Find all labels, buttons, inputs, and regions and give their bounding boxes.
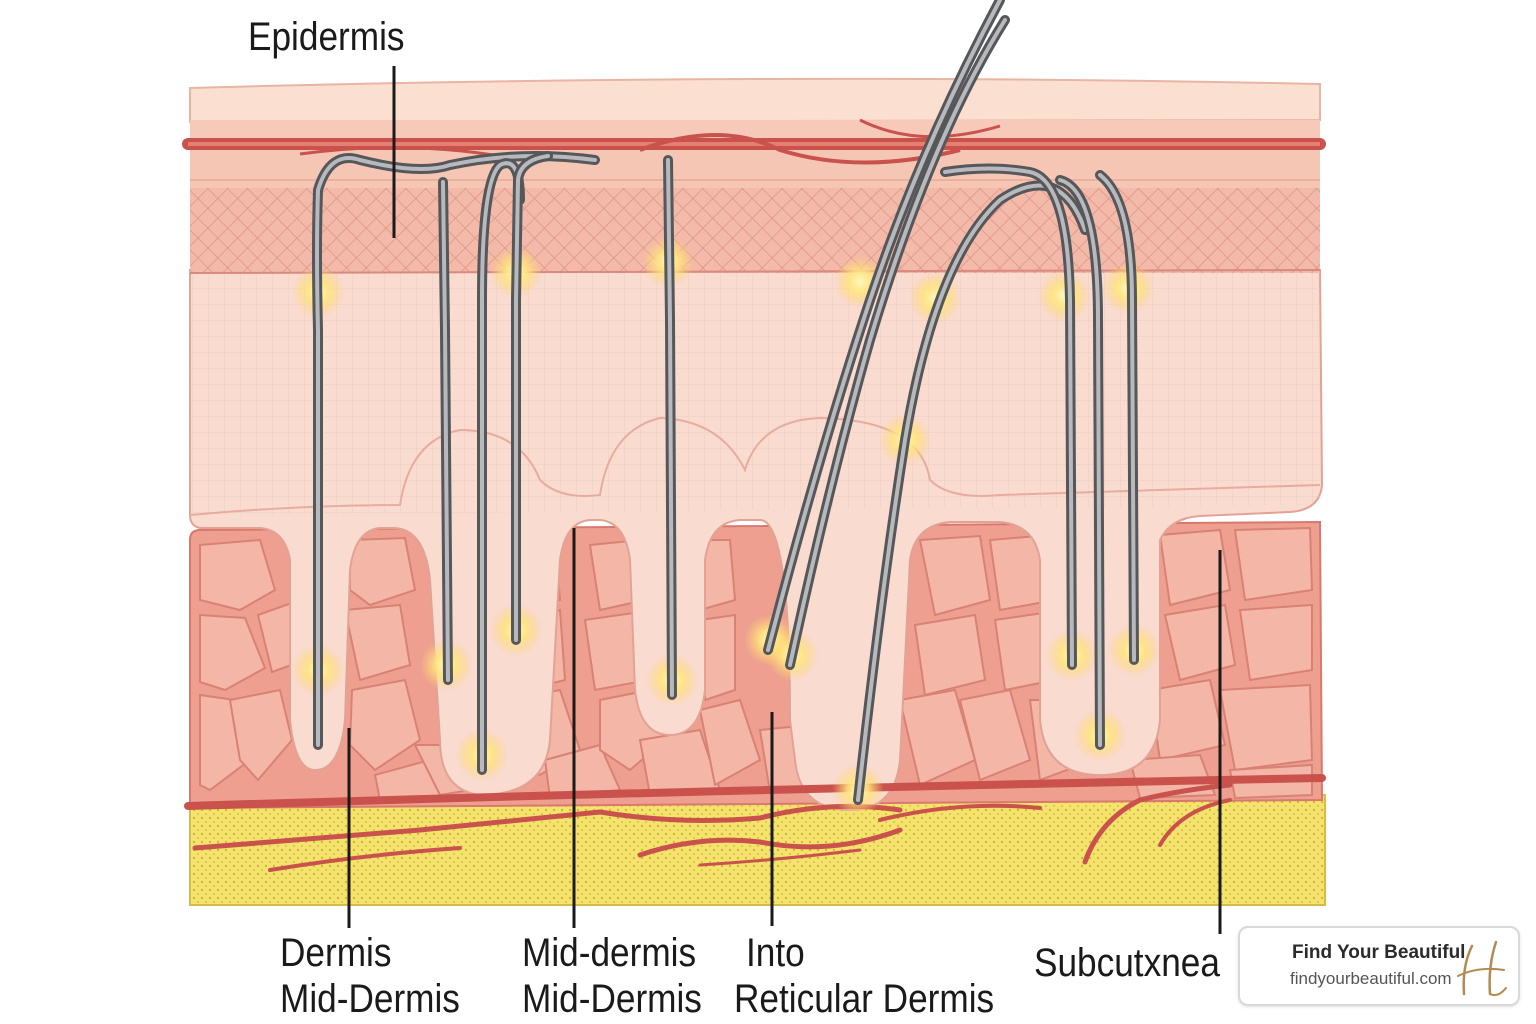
microneedle-highlight <box>441 180 450 682</box>
microneedles <box>312 0 1139 805</box>
microneedle-highlight <box>788 18 1007 667</box>
microneedle-highlight <box>514 154 550 642</box>
microneedle-highlight <box>856 183 1087 802</box>
label-dermis-mid: Mid-Dermis <box>280 977 460 1021</box>
microneedle-highlight <box>666 158 674 697</box>
brand-name: Find Your Beautiful <box>1292 942 1466 963</box>
superficial-vascular-plexus <box>182 118 1326 165</box>
microneedle-highlight <box>943 166 1074 667</box>
microneedle-highlight <box>315 154 597 747</box>
microneedle-highlight <box>1098 173 1136 662</box>
microneedle-highlight <box>1058 178 1102 747</box>
label-mid-dermis: Mid-dermis <box>522 931 697 975</box>
label-into: Into <box>746 931 805 975</box>
brand-logo-icon <box>1457 940 1507 997</box>
label-reticular-dermis: Reticular Dermis <box>734 977 995 1021</box>
label-mid-dermis-2: Mid-Dermis <box>522 977 702 1021</box>
microneedle-highlight <box>766 0 1002 652</box>
leader-lines <box>347 66 1222 934</box>
brand-badge[interactable]: Find Your Beautiful findyourbeautiful.co… <box>1238 926 1520 1006</box>
papillary-dermis-layer <box>189 269 1324 812</box>
brand-url: findyourbeautiful.com <box>1290 969 1452 988</box>
subcutaneous-fat-layer <box>189 794 1326 906</box>
label-epidermis: Epidermis <box>248 15 405 59</box>
basement-membrane-band <box>189 188 1321 274</box>
epidermis-layer <box>189 77 1321 188</box>
label-subcutaneous: Subcutxnea <box>1034 941 1220 985</box>
label-dermis: Dermis <box>280 931 392 975</box>
glow-point <box>1038 270 1090 322</box>
